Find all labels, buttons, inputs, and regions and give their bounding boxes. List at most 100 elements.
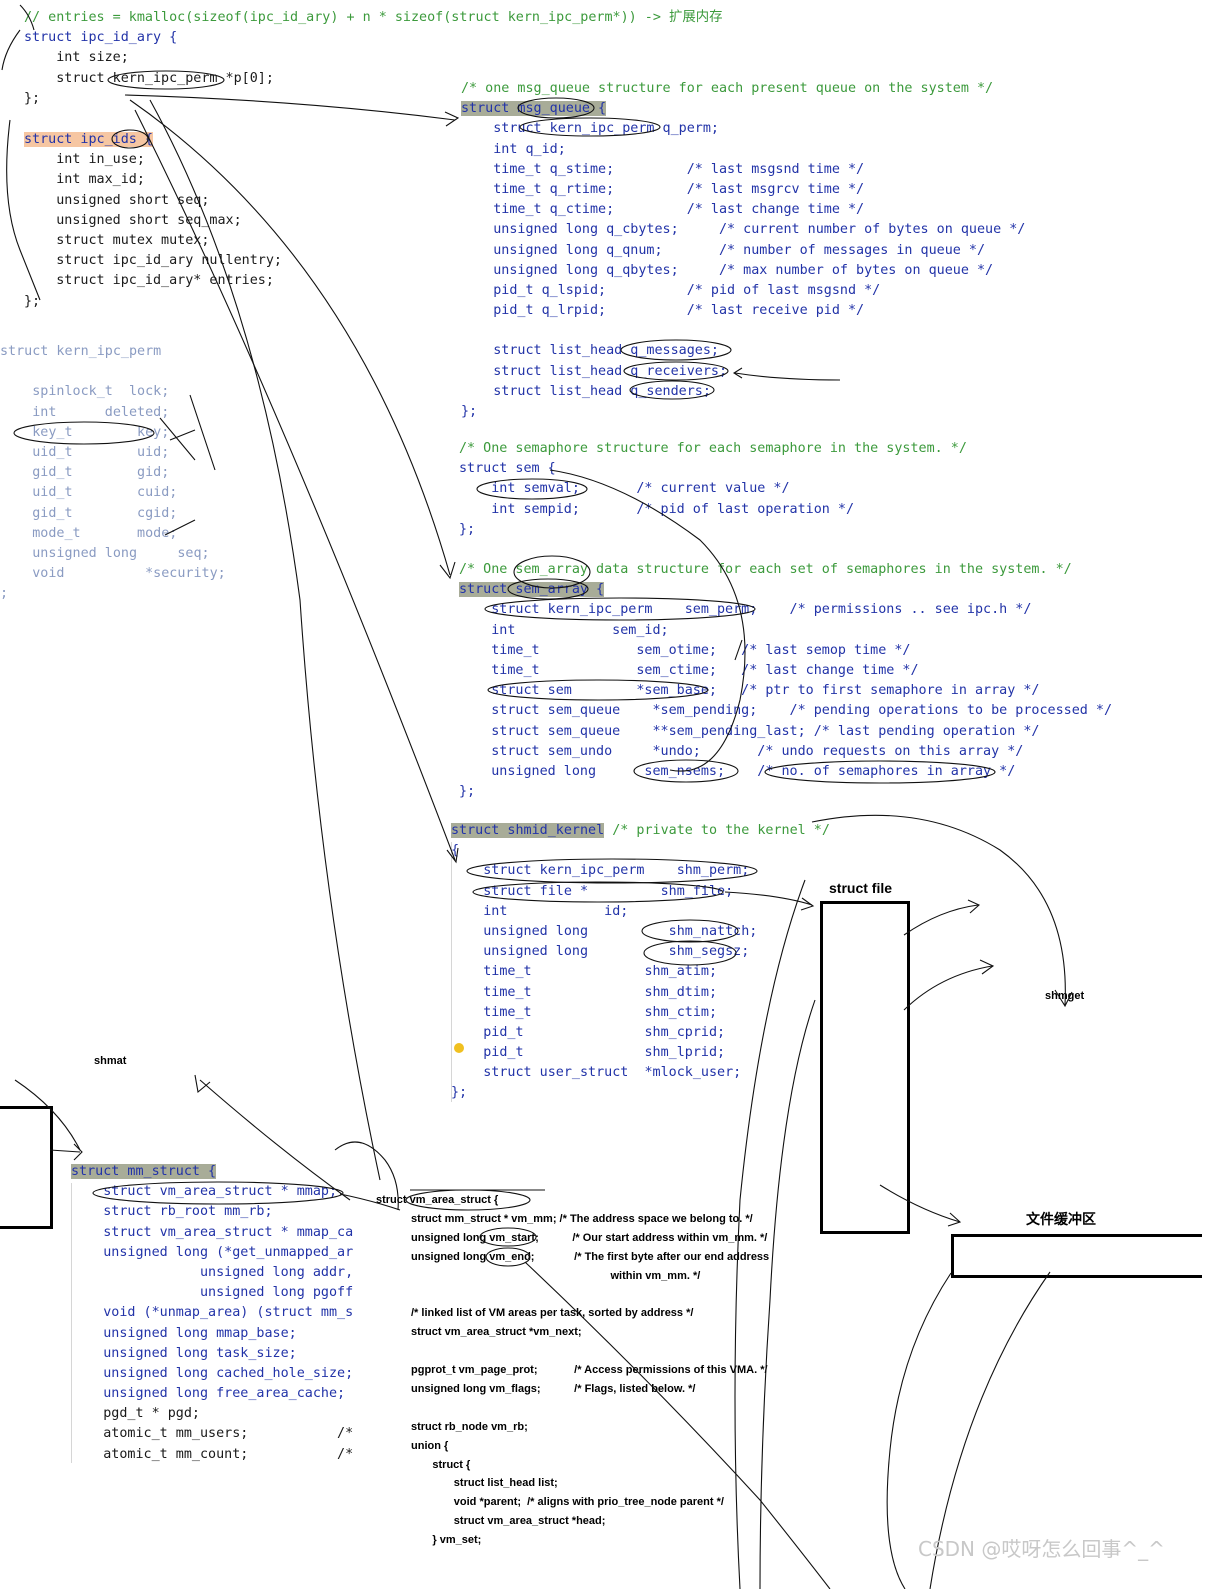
- sem-comment: /* One semaphore structure for each sema…: [459, 441, 967, 456]
- code-line: struct mutex mutex;: [24, 232, 210, 248]
- ipc-ids-header: struct ipc_ids {: [24, 132, 153, 147]
- code-line: pid_t q_lrpid; /* last receive pid */: [461, 303, 865, 319]
- code-line: };: [24, 293, 41, 309]
- code-line: pgd_t * pgd;: [71, 1406, 200, 1422]
- code-line: unsigned long seq;: [0, 545, 210, 561]
- shmid-kernel-struct: struct shmid_kernel /* private to the ke…: [451, 821, 830, 1104]
- code-line: time_t sem_ctime; /* last change time */: [459, 662, 919, 678]
- code-line: unsigned long mmap_base;: [71, 1325, 297, 1341]
- mm-struct-header: struct mm_struct {: [71, 1164, 217, 1179]
- code-line: void *parent; /* aligns with prio_tree_n…: [411, 1496, 724, 1509]
- code-line: time_t q_stime; /* last msgsnd time */: [461, 161, 865, 177]
- code-line: gid_t gid;: [0, 465, 170, 481]
- code-line: struct {: [411, 1458, 471, 1471]
- code-line: within vm_mm. */: [531, 1269, 701, 1282]
- code-line: unsigned long cached_hole_size;: [71, 1365, 354, 1381]
- code-line: struct vm_area_struct * mmap;: [71, 1184, 338, 1200]
- code-line: struct ipc_id_ary {: [24, 30, 178, 46]
- lightbulb-icon[interactable]: [454, 1043, 464, 1053]
- code-line: struct sem *sem_base; /* ptr to first se…: [459, 683, 1040, 699]
- code-line: unsigned long q_qnum; /* number of messa…: [461, 242, 986, 258]
- code-line: struct vm_area_struct *head;: [411, 1515, 606, 1528]
- code-line: int q_id;: [461, 141, 566, 157]
- code-line: spinlock_t lock;: [0, 384, 170, 400]
- code-line: struct list_head q_messages;: [461, 343, 719, 359]
- code-line: int sempid; /* pid of last operation */: [459, 501, 855, 517]
- code-line: time_t shm_atim;: [451, 964, 718, 980]
- code-line: struct rb_node vm_rb;: [411, 1420, 528, 1433]
- vma-box: [0, 1106, 53, 1229]
- code-line: unsigned long addr,: [71, 1264, 354, 1280]
- sem-array-comment: /* One sem_array data structure for each…: [459, 562, 1072, 577]
- code-line: };: [451, 1085, 468, 1101]
- vm-area-struct-header: struct vm_area_struct {: [376, 1194, 499, 1206]
- code-line: int in_use;: [24, 152, 145, 168]
- code-line: };: [24, 90, 41, 106]
- file-cache-label: 文件缓冲区: [1026, 1211, 1096, 1227]
- shmget-label: shmget: [1045, 990, 1085, 1002]
- code-line: pid_t shm_lprid;: [451, 1045, 726, 1061]
- code-line: {: [451, 843, 460, 859]
- kmalloc-comment: // entries = kmalloc(sizeof(ipc_id_ary) …: [24, 10, 723, 25]
- code-line: };: [461, 404, 478, 419]
- code-line: struct ipc_id_ary nullentry;: [24, 253, 282, 269]
- code-line: struct list_head list;: [411, 1477, 558, 1490]
- code-line: void (*unmap_area) (struct mm_s: [71, 1305, 354, 1321]
- vm-area-struct-body: struct mm_struct * vm_mm; /* The address…: [411, 1210, 769, 1550]
- code-line: struct vm_area_struct *vm_next;: [411, 1326, 582, 1339]
- code-line: struct vm_area_struct * mmap_ca: [71, 1224, 354, 1240]
- code-line: struct user_struct *mlock_user;: [451, 1065, 742, 1081]
- code-line: uid_t uid;: [0, 444, 170, 460]
- code-line: unsigned long vm_end; /* The first byte …: [411, 1250, 770, 1263]
- code-line: struct file * shm_file;: [451, 883, 734, 899]
- code-line: uid_t cuid;: [0, 485, 178, 501]
- code-line: gid_t cgid;: [0, 505, 178, 521]
- code-line: int id;: [451, 903, 629, 919]
- code-line: [461, 321, 1025, 341]
- editor-gutter: [71, 1183, 72, 1463]
- code-line: atomic_t mm_count; /*: [71, 1446, 354, 1462]
- file-cache-box: [951, 1234, 1202, 1278]
- sem-struct: /* One semaphore structure for each sema…: [459, 439, 967, 540]
- ipc-ids-struct: struct ipc_ids { int in_use; int max_id;…: [24, 130, 282, 312]
- code-line: mode_t mode;: [0, 525, 178, 541]
- code-line: struct mm_struct * vm_mm; /* The address…: [411, 1213, 753, 1225]
- code-line: union {: [411, 1439, 449, 1452]
- shmid-kernel-header: struct shmid_kernel: [451, 823, 605, 838]
- msg-queue-comment: /* one msg_queue structure for each pres…: [461, 81, 994, 96]
- kern-ipc-perm-struct: struct kern_ipc_perm spinlock_t lock; in…: [0, 342, 226, 604]
- code-line: struct kern_ipc_perm sem_perm; /* permis…: [459, 602, 1032, 618]
- sem-array-header: struct sem_array {: [459, 582, 605, 598]
- code-line: pid_t shm_cprid;: [451, 1024, 726, 1040]
- sem-header: struct sem {: [459, 461, 556, 477]
- code-line: struct kern_ipc_perm shm_perm;: [451, 863, 750, 879]
- code-line: struct list_head q_senders;: [461, 383, 711, 399]
- code-line: unsigned long (*get_unmapped_ar: [71, 1244, 354, 1260]
- code-line: int sem_id;: [459, 622, 669, 638]
- code-line: struct kern_ipc_perm q_perm;: [461, 121, 719, 137]
- code-line: time_t q_rtime; /* last msgrcv time */: [461, 181, 865, 197]
- code-line: struct sem_queue *sem_pending; /* pendin…: [459, 703, 1113, 719]
- code-line: time_t sem_otime; /* last semop time */: [459, 642, 911, 658]
- code-line: unsigned long vm_flags; /* Flags, listed…: [411, 1383, 696, 1396]
- code-line: key_t key;: [0, 424, 170, 440]
- code-line: time_t q_ctime; /* last change time */: [461, 202, 865, 218]
- kern-ipc-perm-header: struct kern_ipc_perm: [0, 344, 162, 359]
- code-line: pgprot_t vm_page_prot; /* Access permiss…: [411, 1364, 768, 1377]
- code-line: unsigned short seq;: [24, 192, 210, 208]
- struct-file-box: [820, 901, 910, 1234]
- code-line: pid_t q_lspid; /* pid of last msgsnd */: [461, 282, 881, 298]
- code-line: time_t shm_dtim;: [451, 984, 718, 1000]
- code-line: /* linked list of VM areas per task, sor…: [411, 1307, 694, 1320]
- shmid-kernel-comment: /* private to the kernel */: [604, 823, 830, 838]
- msg-queue-header: struct msg_queue {: [461, 101, 607, 117]
- code-line: unsigned long vm_start; /* Our start add…: [411, 1231, 768, 1244]
- code-line: unsigned long pgoff: [71, 1285, 354, 1301]
- shmat-label: shmat: [94, 1055, 127, 1067]
- code-line: int semval; /* current value */: [459, 481, 790, 497]
- code-line: [411, 1399, 769, 1418]
- code-line: atomic_t mm_users; /*: [71, 1426, 354, 1442]
- code-line: struct sem_undo *undo; /* undo requests …: [459, 743, 1024, 759]
- code-line: unsigned short seq_max;: [24, 212, 242, 228]
- code-line: unsigned long q_qbytes; /* max number of…: [461, 262, 994, 278]
